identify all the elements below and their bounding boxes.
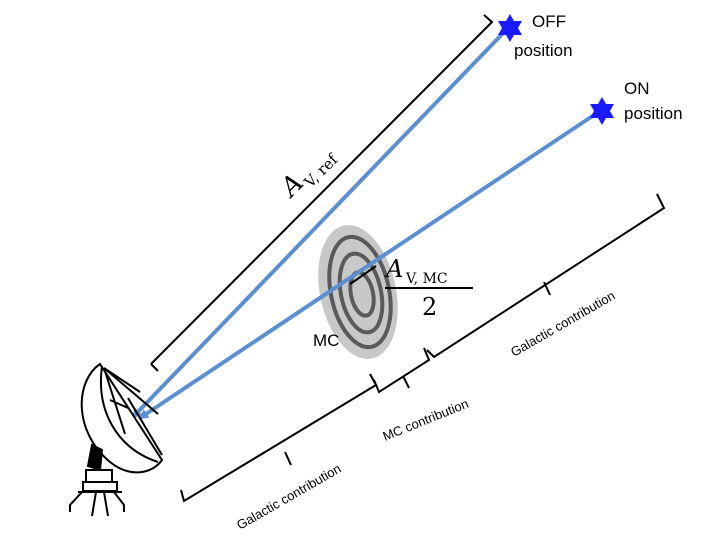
- on-position-label-line2: position: [624, 104, 683, 123]
- off-position-label-line2: position: [514, 41, 573, 60]
- av-mc-fraction: A V, MC 2: [384, 255, 473, 321]
- off-position-label: OFF: [532, 12, 566, 31]
- galactic-lower-bracket: [180, 373, 378, 503]
- av-mc-symbol: A: [384, 255, 403, 283]
- mc-contribution-bracket: [373, 347, 431, 394]
- off-position-beam: [131, 25, 511, 419]
- av-ref-label: A V, ref: [274, 150, 342, 204]
- av-mc-half-bracket: [349, 265, 377, 285]
- galactic-upper-bracket: [426, 193, 666, 359]
- radio-telescope-icon: [69, 362, 164, 517]
- on-position-beam: [138, 109, 602, 420]
- on-position-label: ON: [624, 79, 650, 98]
- galactic-contribution-lower-label: Galactic contribution: [234, 461, 344, 533]
- on-position-star-icon: [590, 97, 614, 125]
- av-mc-subscript: V, MC: [405, 271, 448, 287]
- av-ref-bracket: [150, 14, 494, 372]
- av-ref-subscript: V, ref: [300, 150, 342, 192]
- mc-label: MC: [313, 331, 339, 350]
- off-position-star-icon: [498, 14, 522, 42]
- mc-contribution-label: MC contribution: [381, 396, 471, 444]
- av-ref-symbol: A: [274, 168, 310, 204]
- av-mc-denominator: 2: [422, 293, 437, 321]
